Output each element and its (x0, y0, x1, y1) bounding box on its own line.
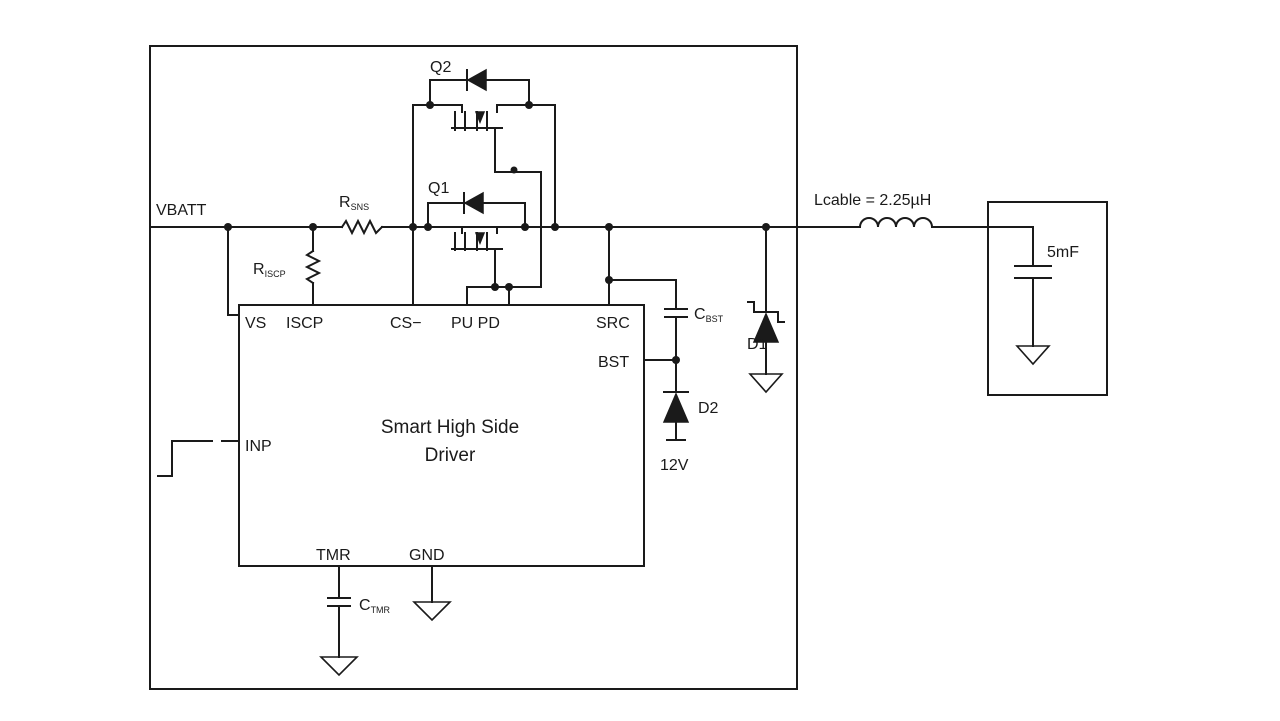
junction-dots (224, 101, 770, 364)
load-capacitor (1014, 226, 1052, 366)
r-iscp-resistor (304, 226, 322, 306)
iscp-pin-label: ISCP (286, 315, 323, 332)
v12-label: 12V (660, 457, 689, 474)
inp-pin-label: INP (245, 438, 272, 455)
q1-label: Q1 (428, 180, 449, 197)
pu-pd-pin-label: PU PD (451, 315, 500, 332)
c-bst-label: CBST (694, 306, 724, 324)
cs-pin-label: CS− (390, 315, 422, 332)
r-sns-resistor (340, 218, 384, 236)
d1-tvs-diode (747, 226, 785, 394)
c-tmr-capacitor (319, 565, 359, 677)
lcable-inductor (858, 217, 934, 229)
driver-ic-body (238, 304, 645, 567)
block-title-line1: Smart High Side (381, 417, 519, 438)
gnd-pin-label: GND (409, 547, 445, 564)
src-pin-label: SRC (596, 315, 630, 332)
tmr-pin-label: TMR (316, 547, 351, 564)
vs-wire (227, 226, 240, 316)
gnd-symbol (412, 565, 452, 622)
q2-mosfet (412, 68, 556, 288)
q1-mosfet (427, 191, 542, 306)
outer-board-frame (149, 45, 798, 690)
block-title-line2: Driver (425, 445, 476, 466)
c-tmr-label: CTMR (359, 597, 391, 615)
load-cap-label: 5mF (1047, 244, 1079, 261)
q2-label: Q2 (430, 59, 451, 76)
src-bst-network (608, 226, 688, 393)
lcable-label: Lcable = 2.25µH (814, 192, 931, 209)
bst-pin-label: BST (598, 354, 629, 371)
vs-pin-label: VS (245, 315, 266, 332)
r-sns-label: RSNS (339, 194, 369, 212)
inp-step-signal (157, 440, 213, 477)
d1-label: D1 (747, 336, 768, 353)
d2-diode (662, 391, 690, 441)
load-box (987, 201, 1108, 396)
vbatt-label: VBATT (156, 202, 207, 219)
d2-label: D2 (698, 400, 719, 417)
r-iscp-label: RISCP (253, 261, 286, 279)
